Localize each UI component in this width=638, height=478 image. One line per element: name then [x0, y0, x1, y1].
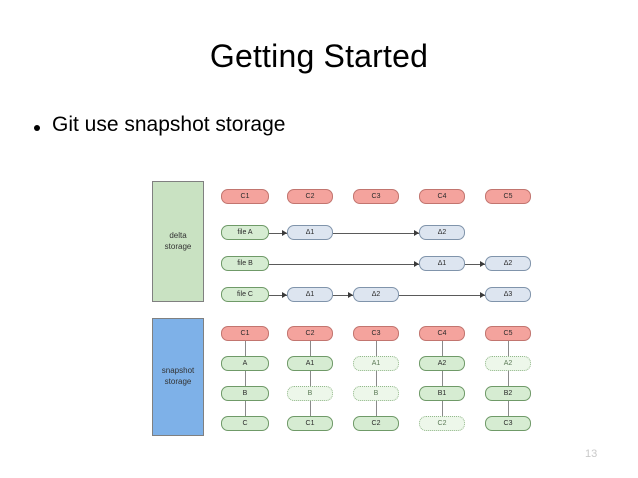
snapshot-blob-c2-1: A1 — [287, 356, 333, 371]
bullet-item-label: Git use snapshot storage — [52, 113, 286, 136]
snapshot-link-line — [508, 401, 509, 416]
snapshot-link-line — [310, 401, 311, 416]
delta-connector-arrow — [269, 294, 287, 296]
delta-storage-label-box: delta storage — [152, 181, 204, 302]
snapshot-blob-c1-2: B — [221, 386, 269, 401]
delta-cell-file-a-c4: Δ2 — [419, 225, 465, 240]
delta-cell-file-a-c2: Δ1 — [287, 225, 333, 240]
snapshot-blob-c5-1: A2 — [485, 356, 531, 371]
snapshot-link-line — [508, 341, 509, 356]
snapshot-link-line — [508, 371, 509, 386]
snapshot-blob-c2-2: B — [287, 386, 333, 401]
arrowhead-icon — [480, 261, 485, 267]
arrowhead-icon — [348, 292, 353, 298]
delta-cell-file-b-c1: file B — [221, 256, 269, 271]
snapshot-commit-header-c2: C2 — [287, 326, 333, 341]
snapshot-blob-c5-3: C3 — [485, 416, 531, 431]
delta-cell-file-a-c1: file A — [221, 225, 269, 240]
delta-connector-arrow — [333, 232, 419, 234]
snapshot-storage-label-box: snapshot storage — [152, 318, 204, 436]
snapshot-link-line — [442, 371, 443, 386]
snapshot-link-line — [245, 401, 246, 416]
delta-commit-header-c4: C4 — [419, 189, 465, 204]
page-number: 13 — [585, 448, 598, 460]
snapshot-commit-header-c3: C3 — [353, 326, 399, 341]
snapshot-link-line — [376, 371, 377, 386]
arrowhead-icon — [282, 230, 287, 236]
delta-commit-header-c3: C3 — [353, 189, 399, 204]
delta-connector-arrow — [269, 232, 287, 234]
snapshot-blob-c4-3: C2 — [419, 416, 465, 431]
delta-connector-arrow — [465, 263, 485, 265]
delta-cell-file-b-c5: Δ2 — [485, 256, 531, 271]
snapshot-blob-c5-2: B2 — [485, 386, 531, 401]
snapshot-link-line — [376, 341, 377, 356]
snapshot-blob-c1-3: C — [221, 416, 269, 431]
delta-connector-arrow — [333, 294, 353, 296]
delta-commit-header-c2: C2 — [287, 189, 333, 204]
arrowhead-icon — [414, 261, 419, 267]
snapshot-blob-c3-3: C2 — [353, 416, 399, 431]
snapshot-link-line — [442, 401, 443, 416]
snapshot-link-line — [310, 371, 311, 386]
delta-cell-file-c-c2: Δ1 — [287, 287, 333, 302]
delta-cell-file-c-c1: file C — [221, 287, 269, 302]
snapshot-link-line — [376, 401, 377, 416]
delta-connector-arrow — [269, 263, 419, 265]
delta-commit-header-c5: C5 — [485, 189, 531, 204]
snapshot-link-line — [310, 341, 311, 356]
delta-commit-header-c1: C1 — [221, 189, 269, 204]
snapshot-blob-c1-1: A — [221, 356, 269, 371]
snapshot-blob-c4-2: B1 — [419, 386, 465, 401]
snapshot-link-line — [245, 341, 246, 356]
delta-cell-file-b-c4: Δ1 — [419, 256, 465, 271]
snapshot-commit-header-c1: C1 — [221, 326, 269, 341]
delta-connector-arrow — [399, 294, 485, 296]
snapshot-blob-c2-3: C1 — [287, 416, 333, 431]
arrowhead-icon — [480, 292, 485, 298]
arrowhead-icon — [282, 292, 287, 298]
snapshot-blob-c3-2: B — [353, 386, 399, 401]
page-title: Getting Started — [209, 38, 429, 74]
delta-cell-file-c-c5: Δ3 — [485, 287, 531, 302]
snapshot-blob-c3-1: A1 — [353, 356, 399, 371]
bullet-marker-icon — [34, 125, 40, 131]
bullet-list-item: Git use snapshot storage — [34, 113, 285, 137]
arrowhead-icon — [414, 230, 419, 236]
delta-cell-file-c-c3: Δ2 — [353, 287, 399, 302]
snapshot-link-line — [245, 371, 246, 386]
snapshot-blob-c4-1: A2 — [419, 356, 465, 371]
snapshot-link-line — [442, 341, 443, 356]
snapshot-commit-header-c4: C4 — [419, 326, 465, 341]
snapshot-commit-header-c5: C5 — [485, 326, 531, 341]
